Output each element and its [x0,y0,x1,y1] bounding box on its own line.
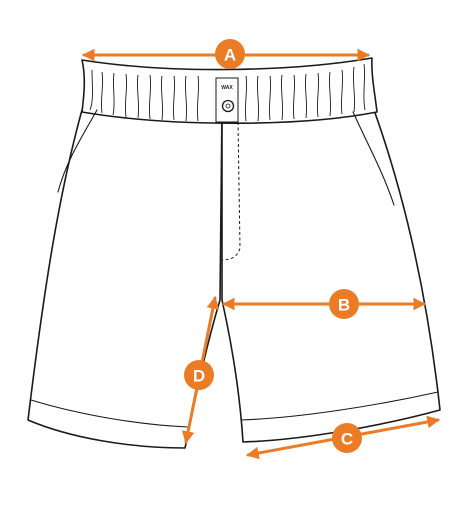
left-leg [27,109,223,449]
measurement-letter-b: B [338,296,350,315]
garment-label-text: WAX [221,85,233,91]
right-pocket-seam [352,111,395,206]
waistband-gathers [89,63,366,122]
measurement-badges: A B C D [184,39,362,453]
center-details: WAX [215,77,239,123]
measurement-badge-b: B [329,289,359,319]
measurement-badge-d: D [184,360,214,390]
left-pocket-seam [57,109,98,193]
left-hem-line [30,399,189,428]
measurement-letter-a: A [224,46,236,65]
button-icon [221,99,235,113]
measurement-badge-c: C [332,423,362,453]
measurement-badge-a: A [215,39,245,69]
measurement-letter-c: C [341,430,353,449]
right-leg [221,109,441,443]
measurement-letter-d: D [193,367,205,386]
